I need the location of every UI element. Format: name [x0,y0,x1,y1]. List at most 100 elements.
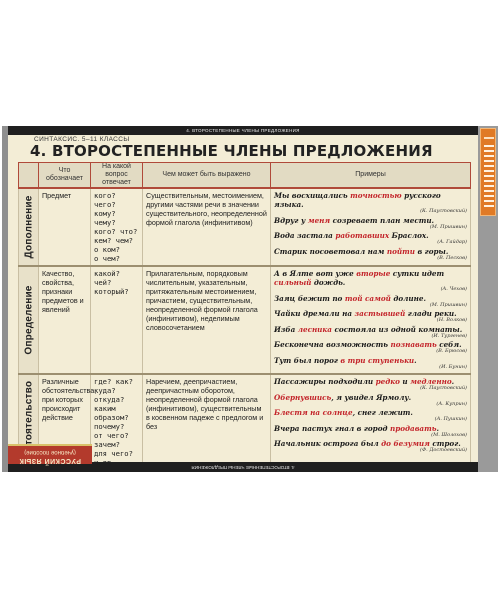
question-item: который? [94,287,129,296]
question-item: кому? [94,209,116,218]
example-plain: глади реки. [405,309,457,318]
example-text: Мы восхищались точностью русского языка. [274,191,441,209]
example-sentence: сильный дождь. [274,278,467,287]
example-author: (В. Песков) [437,254,467,261]
question-item: зачем? [94,440,120,449]
example-sentence: Заяц бежит по той самой долине. [274,294,467,303]
example-author: (А. Гайдар) [437,239,467,245]
header-question: На какой вопрос отвечает [90,162,143,189]
example-text: Старик посоветовал нам пойти в горы. [274,247,448,256]
question-item: где? как? [94,377,133,386]
row-label-cell: Дополнение [18,188,39,267]
header-empty [18,162,39,189]
example-author: (В. Брюсов) [436,348,467,354]
example-text: Блестя на солнце, снег лежит. [274,408,413,417]
row-label-cell: Определение [18,266,39,375]
example-author: (К. Паустовский) [420,385,467,391]
example-plain: . [451,377,455,386]
question-item: каким [94,404,116,413]
example-text: Вчера пастух гнал в город продавать. [274,424,439,433]
row-label: Дополнение [23,195,34,259]
top-strip: 4. ВТОРОСТЕПЕННЫЕ ЧЛЕНЫ ПРЕДЛОЖЕНИЯ [8,126,478,135]
example-plain: Бесконечна возможность [274,340,391,349]
secondary-members-table: Что обозначает На какой вопрос отвечает … [18,162,471,472]
examples-cell: Пассажиры подходили редко и медленно.(К.… [270,374,471,472]
example-author: (И. Бунин) [439,363,467,370]
example-sentence: Блестя на солнце, снег лежит. [274,408,467,417]
poster: 4. ВТОРОСТЕПЕННЫЕ ЧЛЕНЫ ПРЕДЛОЖЕНИЯ СИНТ… [2,126,498,472]
question-item: образом? [94,413,129,422]
question-item: чей? [94,278,112,287]
example-plain: Вода застала [274,231,336,240]
example-text: Изба лесника состояла из одной комнаты. [274,325,462,334]
example-plain: созревает план мести. [330,215,435,225]
question-item: почему? [94,422,125,431]
example-sentence: А в Ялте вот уже вторые сутки идет [274,269,467,278]
expressed-cell: Наречием, деепричастием, деепричастным о… [142,374,271,472]
example-sentence: Вчера пастух гнал в город продавать. [274,424,467,433]
example-plain: строг. [429,439,461,448]
example-sentence: Пассажиры подходили редко и медленно. [274,377,467,386]
example-plain: Мы восхищались [274,191,351,200]
bottom-strip: 4. ВТОРОСТЕПЕННЫЕ ЧЛЕНЫ ПРЕДЛОЖЕНИЯ [8,462,478,472]
question-item: какой? [94,269,120,278]
example-sentence: Обернувшись, я увидел Ярмолу. [274,393,467,402]
example-sentence: Изба лесника состояла из одной комнаты. [274,325,467,334]
example-highlight: сильный [274,278,312,287]
example-text: Обернувшись, я увидел Ярмолу. [274,393,411,402]
example-plain: Чайки дремали на [274,309,355,318]
example-sentence: Начальник острога был до безумия строг. [274,439,467,448]
means-cell: Предмет [38,188,91,267]
example-plain: Тут был порог [274,355,341,365]
example-sentence: Мы восхищались точностью русского языка. [274,191,467,209]
example-sentence: Старик посоветовал нам пойти в горы. [274,247,467,256]
example-highlight: в три ступеньки [340,355,415,365]
question-item: чего? [94,200,116,209]
example-sentence: Вдруг у меня созревает план мести. [274,216,467,225]
example-plain: Начальник острога был [274,439,382,448]
example-author: (М. Пришвин) [429,223,467,230]
expressed-cell: Существительным, местоимением, другими ч… [142,188,271,267]
subject-tag-subtitle: (учебное пособие) [24,449,76,455]
example-sentence: Бесконечна возможность познавать себя. [274,340,467,349]
table-row: Определение Качество, свойства, признаки… [18,266,471,375]
example-highlight: до безумия [381,439,430,448]
question-item: откуда? [94,395,125,404]
example-highlight: точностью [350,191,402,200]
page-title: 4. ВТОРОСТЕПЕННЫЕ ЧЛЕНЫ ПРЕДЛОЖЕНИЯ [30,142,433,160]
example-text: сильный дождь. [274,278,345,287]
example-highlight: познавать [390,340,437,349]
example-highlight: медленно [410,377,452,386]
example-author: (А. Чехов) [440,286,467,292]
example-plain: дождь. [311,278,346,287]
example-highlight: той самой [344,293,391,303]
question-cell: кого?чего?кому?чему?кого? что?кем? чем?о… [90,188,143,267]
example-highlight: продавать [390,423,437,433]
example-highlight: лесника [297,324,332,334]
table-header-row: Что обозначает На какой вопрос отвечает … [18,162,471,189]
example-plain: А в Ялте вот уже [274,269,357,278]
subject-tag-title: РУССКИЙ ЯЗЫК [19,457,81,464]
example-plain: , я увидел Ярмолу. [331,392,412,402]
example-highlight: Блестя на солнце [274,408,353,417]
expressed-cell: Прилагательным, порядковым числительным,… [142,266,271,375]
example-plain: и [399,377,411,386]
example-plain: в горы. [414,246,449,256]
means-cell: Качество, свойства, признаки предметов и… [38,266,91,375]
example-author: (Н. Волков) [436,317,467,323]
question-cell: какой?чей?который? [90,266,143,375]
question-item: куда? [94,386,116,395]
question-item: для чего? [94,449,133,458]
example-highlight: застывшей [354,309,406,318]
example-plain: Старик посоветовал нам [274,246,387,256]
example-highlight: пойти [386,246,415,256]
example-author: (М. Пришвин) [429,301,467,308]
question-item: о чем? [94,254,120,263]
example-plain: . [414,355,417,365]
example-highlight: редко [375,377,400,386]
example-text: Бесконечна возможность познавать себя. [274,340,462,349]
example-text: Чайки дремали на застывшей глади реки. [274,309,457,318]
question-item: кем? чем? [94,236,133,245]
